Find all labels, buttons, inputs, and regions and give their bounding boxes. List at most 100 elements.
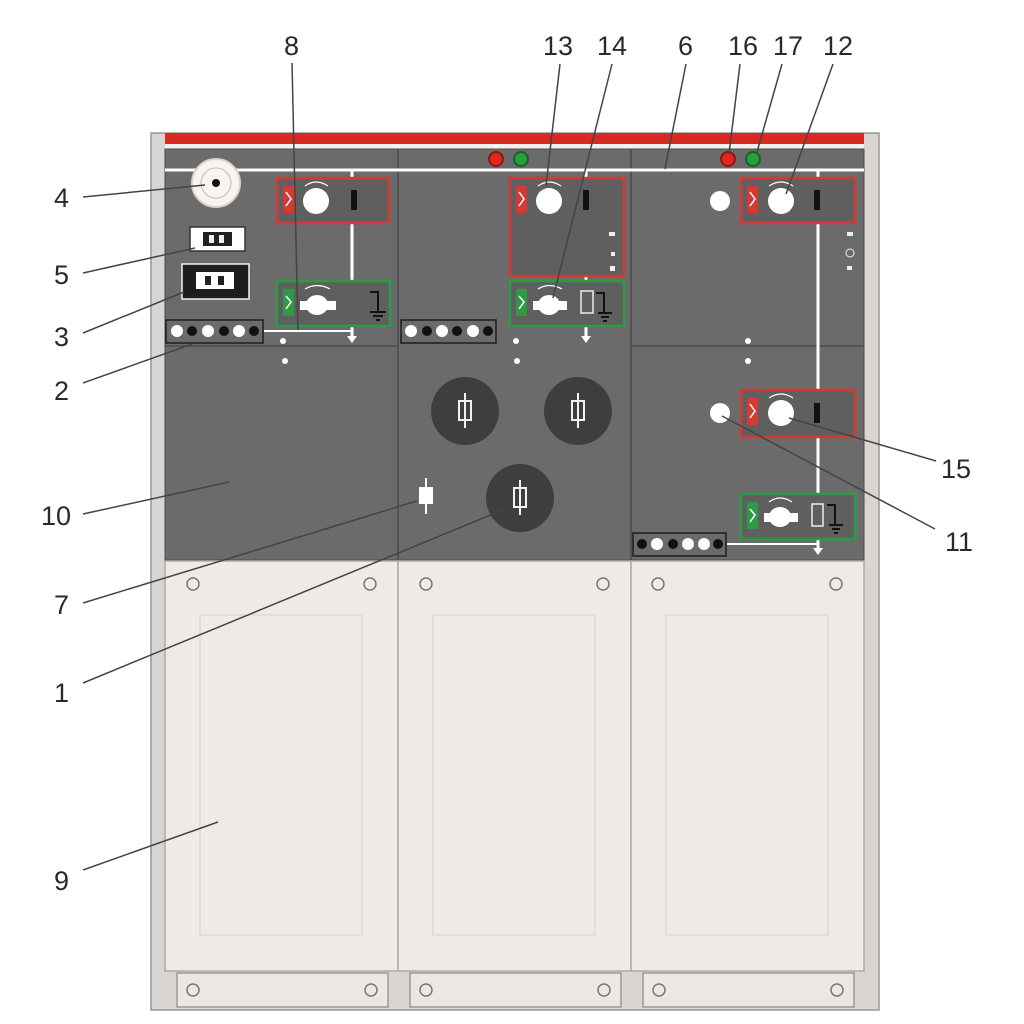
status-flag-red [516, 186, 527, 213]
key-lock [710, 403, 730, 423]
panel-right-upper [710, 176, 857, 364]
door-panel [630, 560, 865, 972]
status-flag-red [747, 398, 758, 425]
callout-9: 9 [54, 866, 69, 896]
callout-7: 7 [54, 590, 69, 620]
top-red-strip [165, 133, 864, 144]
plinth [642, 972, 855, 1008]
callout-15: 15 [941, 454, 971, 484]
door-bolt [651, 577, 665, 591]
indicator-dot [698, 538, 710, 550]
callout-8: 8 [284, 31, 299, 61]
callout-16: 16 [728, 31, 758, 61]
panel-center-upper [400, 176, 626, 364]
base-plinths [176, 972, 855, 1008]
operating-shaft [768, 188, 794, 214]
callout-10: 10 [41, 501, 71, 531]
label-tick [847, 232, 853, 236]
plinth [409, 972, 622, 1008]
operating-shaft [768, 400, 794, 426]
callout-17: 17 [773, 31, 803, 61]
interlock-bar [583, 190, 589, 210]
relay-digit [218, 276, 224, 285]
leader-lines [82, 62, 937, 871]
meter-digit [219, 235, 224, 243]
circuit-breaker-unit [739, 388, 857, 439]
indicator-dot [219, 326, 229, 336]
callout-1: 1 [54, 678, 69, 708]
fuse-symbol [580, 290, 594, 314]
indicator-dot [682, 538, 694, 550]
door-recess [432, 614, 596, 936]
plinth-bolt [830, 983, 844, 997]
indicator-dot [452, 326, 462, 336]
door-recess [199, 614, 363, 936]
door-panel [397, 560, 632, 972]
marker-dot [745, 358, 751, 364]
interlock-bar [814, 403, 820, 423]
indicator-dot [467, 325, 479, 337]
indicator-dot [668, 539, 678, 549]
marker-dot [745, 338, 751, 344]
indicator-dot [202, 325, 214, 337]
load-switch-unit [739, 176, 857, 225]
busbar-arrowheads [347, 336, 823, 555]
green-indicator-lamp [513, 151, 529, 167]
indicator-dot [713, 539, 723, 549]
label-tick [611, 252, 615, 256]
callout-labels: 4 5 3 2 10 7 1 9 8 13 14 6 16 17 12 15 1… [41, 31, 973, 896]
callout-13: 13 [543, 31, 573, 61]
callout-4: 4 [54, 183, 69, 213]
operating-shaft [303, 188, 329, 214]
label-tick [609, 232, 615, 236]
fuse-symbol [811, 503, 824, 527]
callout-2: 2 [54, 376, 69, 406]
door-bolt [363, 577, 377, 591]
status-flag-red [747, 186, 758, 213]
marker-dot [514, 358, 520, 364]
door-recess [665, 614, 829, 936]
door-bolt [186, 577, 200, 591]
indicator-dot [651, 538, 663, 550]
status-flag-green [283, 289, 294, 316]
gauge-center [212, 179, 220, 187]
indicator-dot [422, 326, 432, 336]
meter-digit [209, 235, 214, 243]
label-tick [610, 266, 615, 271]
plinth-bolt [186, 983, 200, 997]
red-indicator-lamp [488, 151, 504, 167]
top-white-strip [165, 144, 864, 149]
marker-dot [282, 358, 288, 364]
circuit-breaker-unit [508, 176, 626, 278]
shaft-handle [533, 301, 567, 310]
callout-6: 6 [678, 31, 693, 61]
interlock-bar [351, 190, 357, 210]
door-bolt [596, 577, 610, 591]
green-indicator-lamp [745, 151, 761, 167]
status-indicators [488, 151, 761, 167]
status-flag-green [747, 502, 758, 529]
operating-shaft [536, 188, 562, 214]
panel-right-lower [632, 388, 857, 557]
shaft-handle [764, 513, 798, 522]
indicator-dot [405, 325, 417, 337]
callout-3: 3 [54, 322, 69, 352]
meter-display [189, 226, 246, 252]
plinth-bolt [652, 983, 666, 997]
marker-dot [513, 338, 519, 344]
indicator-dot [171, 325, 183, 337]
relay-window [196, 272, 234, 289]
plinth-bolt [597, 983, 611, 997]
relay-digit [205, 276, 211, 285]
indicator-dot [483, 326, 493, 336]
shaft-handle [300, 301, 336, 310]
label-tick [847, 266, 852, 270]
door-bolt [829, 577, 843, 591]
cable-compartment-doors [164, 560, 865, 972]
door-panel [164, 560, 399, 972]
indicator-dot [233, 325, 245, 337]
indicator-dot [187, 326, 197, 336]
callout-11: 11 [945, 527, 973, 557]
meter-window [203, 232, 232, 246]
